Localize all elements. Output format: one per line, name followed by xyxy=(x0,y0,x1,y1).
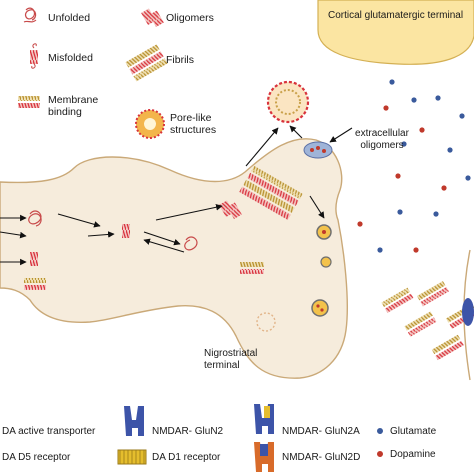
axon-membrane-binding xyxy=(24,262,264,290)
axon-unfolded xyxy=(28,210,198,251)
legend-label-da-d5: DA D5 receptor xyxy=(2,452,71,463)
axon-misfolded xyxy=(30,224,130,266)
extracellular-fibrils xyxy=(381,249,474,381)
neurotransmitters xyxy=(357,79,471,253)
legend-glutamate-dot xyxy=(377,428,383,434)
legend-fibrils-icon xyxy=(125,44,168,82)
legend-label-da-transporter: DA active transporter xyxy=(2,426,96,437)
legend-label-fibrils: Fibrils xyxy=(166,54,194,66)
pore-structure xyxy=(266,80,310,124)
legend-label-pore-2: structures xyxy=(170,124,217,136)
legend-label-nmdar-glun2d: NMDAR- GluN2D xyxy=(282,452,361,463)
legend-pore-icon xyxy=(135,109,165,139)
fibril-cluster xyxy=(239,165,303,220)
label-extracellular-2: oligomers xyxy=(360,140,404,151)
legend-nmdar-glun2d-icon xyxy=(254,442,274,472)
legend-dopamine-dot xyxy=(377,451,383,457)
legend-label-dopamine: Dopamine xyxy=(390,449,436,460)
nigrostriatal-terminal-shape xyxy=(0,138,348,379)
legend-label-membrane-binding-1: Membrane xyxy=(48,94,99,106)
legend-nmdar-glun2a-icon xyxy=(254,404,274,434)
label-nigrostriatal-1: Nigrostriatal xyxy=(204,348,258,359)
extracellular-oligomer-vesicle xyxy=(303,141,333,159)
oligomer-inside xyxy=(219,200,242,220)
legend-label-nmdar-glun2: NMDAR- GluN2 xyxy=(152,426,224,437)
legend-label-unfolded: Unfolded xyxy=(48,12,91,24)
legend-da-d1-icon xyxy=(117,449,147,465)
legend-unfolded-icon xyxy=(23,7,37,23)
legend-label-oligomers: Oligomers xyxy=(166,12,214,24)
label-cortical-terminal: Cortical glutamatergic terminal xyxy=(328,10,464,21)
legend-label-da-d1: DA D1 receptor xyxy=(152,452,221,463)
legend-nmdar-glun2-icon xyxy=(124,406,144,436)
vesicles xyxy=(256,224,332,332)
legend-misfolded-icon xyxy=(30,43,38,69)
legend-label-nmdar-glun2a: NMDAR- GluN2A xyxy=(282,426,360,437)
legend-label-misfolded: Misfolded xyxy=(48,52,93,64)
cortical-terminal-shape xyxy=(317,0,474,65)
legend-membrane-binding-icon xyxy=(18,96,40,108)
legend-label-pore-1: Pore-like xyxy=(170,112,212,124)
label-nigrostriatal-2: terminal xyxy=(204,360,240,371)
legend-label-glutamate: Glutamate xyxy=(390,426,437,437)
label-extracellular-1: extracellular xyxy=(355,128,409,139)
flow-arrows xyxy=(0,125,353,266)
legend-oligomers-icon xyxy=(141,8,164,28)
legend-label-membrane-binding-2: binding xyxy=(48,106,82,118)
